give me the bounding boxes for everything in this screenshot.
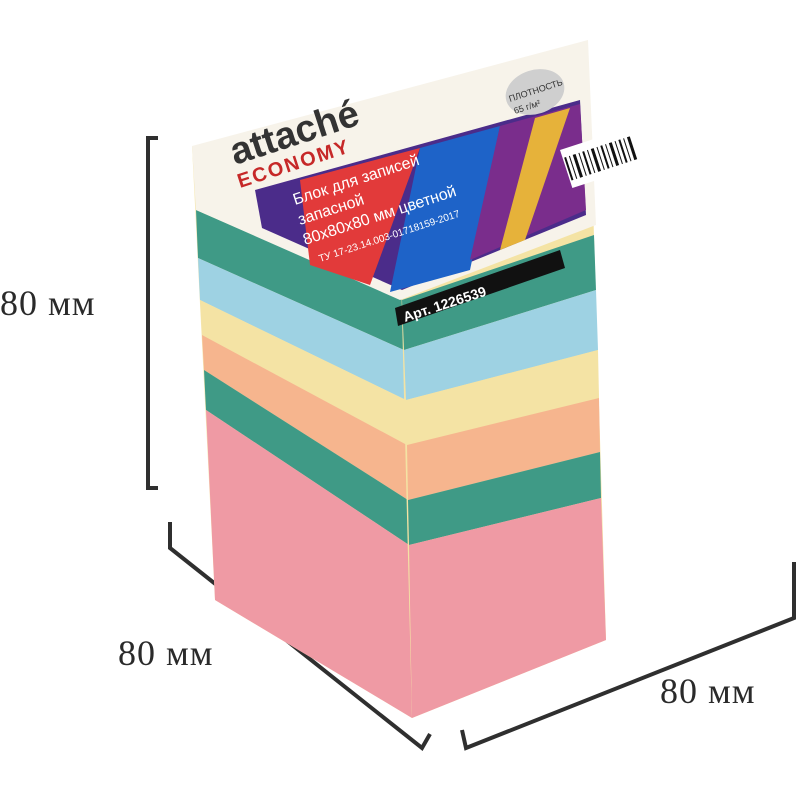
barcode: [564, 136, 638, 181]
height-dimension-line: [146, 136, 158, 490]
height-dimension-label: 80 мм: [0, 283, 96, 323]
width-dimension-label: 80 мм: [660, 671, 756, 711]
product-label: [192, 40, 663, 326]
width-dimension-line: [460, 562, 796, 751]
cube-left-face: [192, 146, 412, 718]
depth-dimension-label: 80 мм: [118, 633, 214, 673]
